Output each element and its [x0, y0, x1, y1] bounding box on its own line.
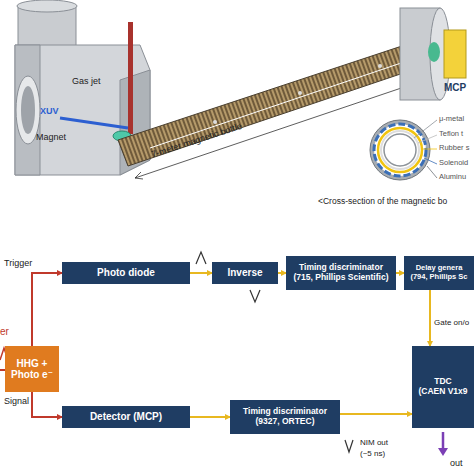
- layer-label: Rubber s: [439, 143, 469, 152]
- box-text: (CAEN V1x9: [418, 387, 467, 397]
- layer-label: Aluminu: [439, 172, 466, 181]
- gas-jet-rod: [128, 22, 133, 134]
- beam-label: XUV: [40, 106, 59, 116]
- pulse-symbol: [196, 252, 206, 264]
- discriminator-box: Timing discriminator (9327, ORTEC): [230, 400, 340, 434]
- signal-connector: [278, 272, 286, 274]
- tdc-box: TDC(CAEN V1x9: [412, 346, 474, 428]
- inverter-box: Inverse: [212, 262, 278, 284]
- tube-dot: [298, 91, 302, 95]
- photodiode-box: Photo diode: [62, 262, 190, 284]
- pulse-symbol: [250, 290, 260, 302]
- layer-label: μ-metal: [439, 114, 464, 123]
- box-text: HHG + Photo e⁻: [8, 358, 56, 381]
- box-text: Timing discriminator (715, Phillips Scie…: [289, 263, 393, 283]
- signal-label: er: [0, 326, 9, 337]
- part-label: Magnet: [36, 132, 66, 142]
- signal-label: (~5 ns): [360, 449, 385, 458]
- mcp-flange: [400, 8, 466, 100]
- source-box: HHG + Photo e⁻: [5, 346, 59, 392]
- signal-connector: [32, 273, 62, 346]
- signal-connector: [190, 416, 230, 418]
- box-text: Detector (MCP): [90, 411, 162, 423]
- box-text: Inverse: [227, 267, 262, 279]
- part-label: Gas jet: [72, 76, 101, 86]
- tube-highlight: [150, 60, 410, 148]
- tube-dot: [213, 120, 217, 124]
- layer-label: Teflon t: [439, 129, 463, 138]
- signal-label: out: [450, 458, 463, 468]
- figure-note: <Cross-section of the magnetic bo: [318, 196, 447, 206]
- layer-label: Solenoid: [439, 158, 468, 167]
- signal-connector: [340, 413, 412, 415]
- connector-label: Signal: [4, 396, 29, 406]
- box-text: TDC: [434, 377, 451, 387]
- xuv-beam: [60, 118, 128, 128]
- box-text: (794, Phillips Sc: [410, 273, 467, 282]
- tube-dot: [378, 64, 382, 68]
- discriminator-box: Timing discriminator (715, Phillips Scie…: [286, 256, 396, 290]
- pulse-symbol: [345, 440, 353, 452]
- output-arrowhead: [438, 448, 448, 456]
- box-text: Delay genera: [416, 264, 463, 273]
- signal-connector: [190, 272, 212, 274]
- detector-box: Detector (MCP): [62, 406, 190, 428]
- connector-label: Gate on/o: [434, 318, 469, 327]
- signal-label: NIM out: [360, 438, 388, 447]
- box-text: Timing discriminator (9327, ORTEC): [233, 407, 337, 427]
- delay-generator-box: Delay genera(794, Phillips Sc: [404, 256, 474, 290]
- part-label: MCP: [444, 82, 466, 93]
- cross-section: [370, 120, 437, 180]
- connector-label: Trigger: [4, 258, 32, 268]
- box-text: Photo diode: [97, 267, 155, 279]
- signal-connector: [32, 392, 62, 417]
